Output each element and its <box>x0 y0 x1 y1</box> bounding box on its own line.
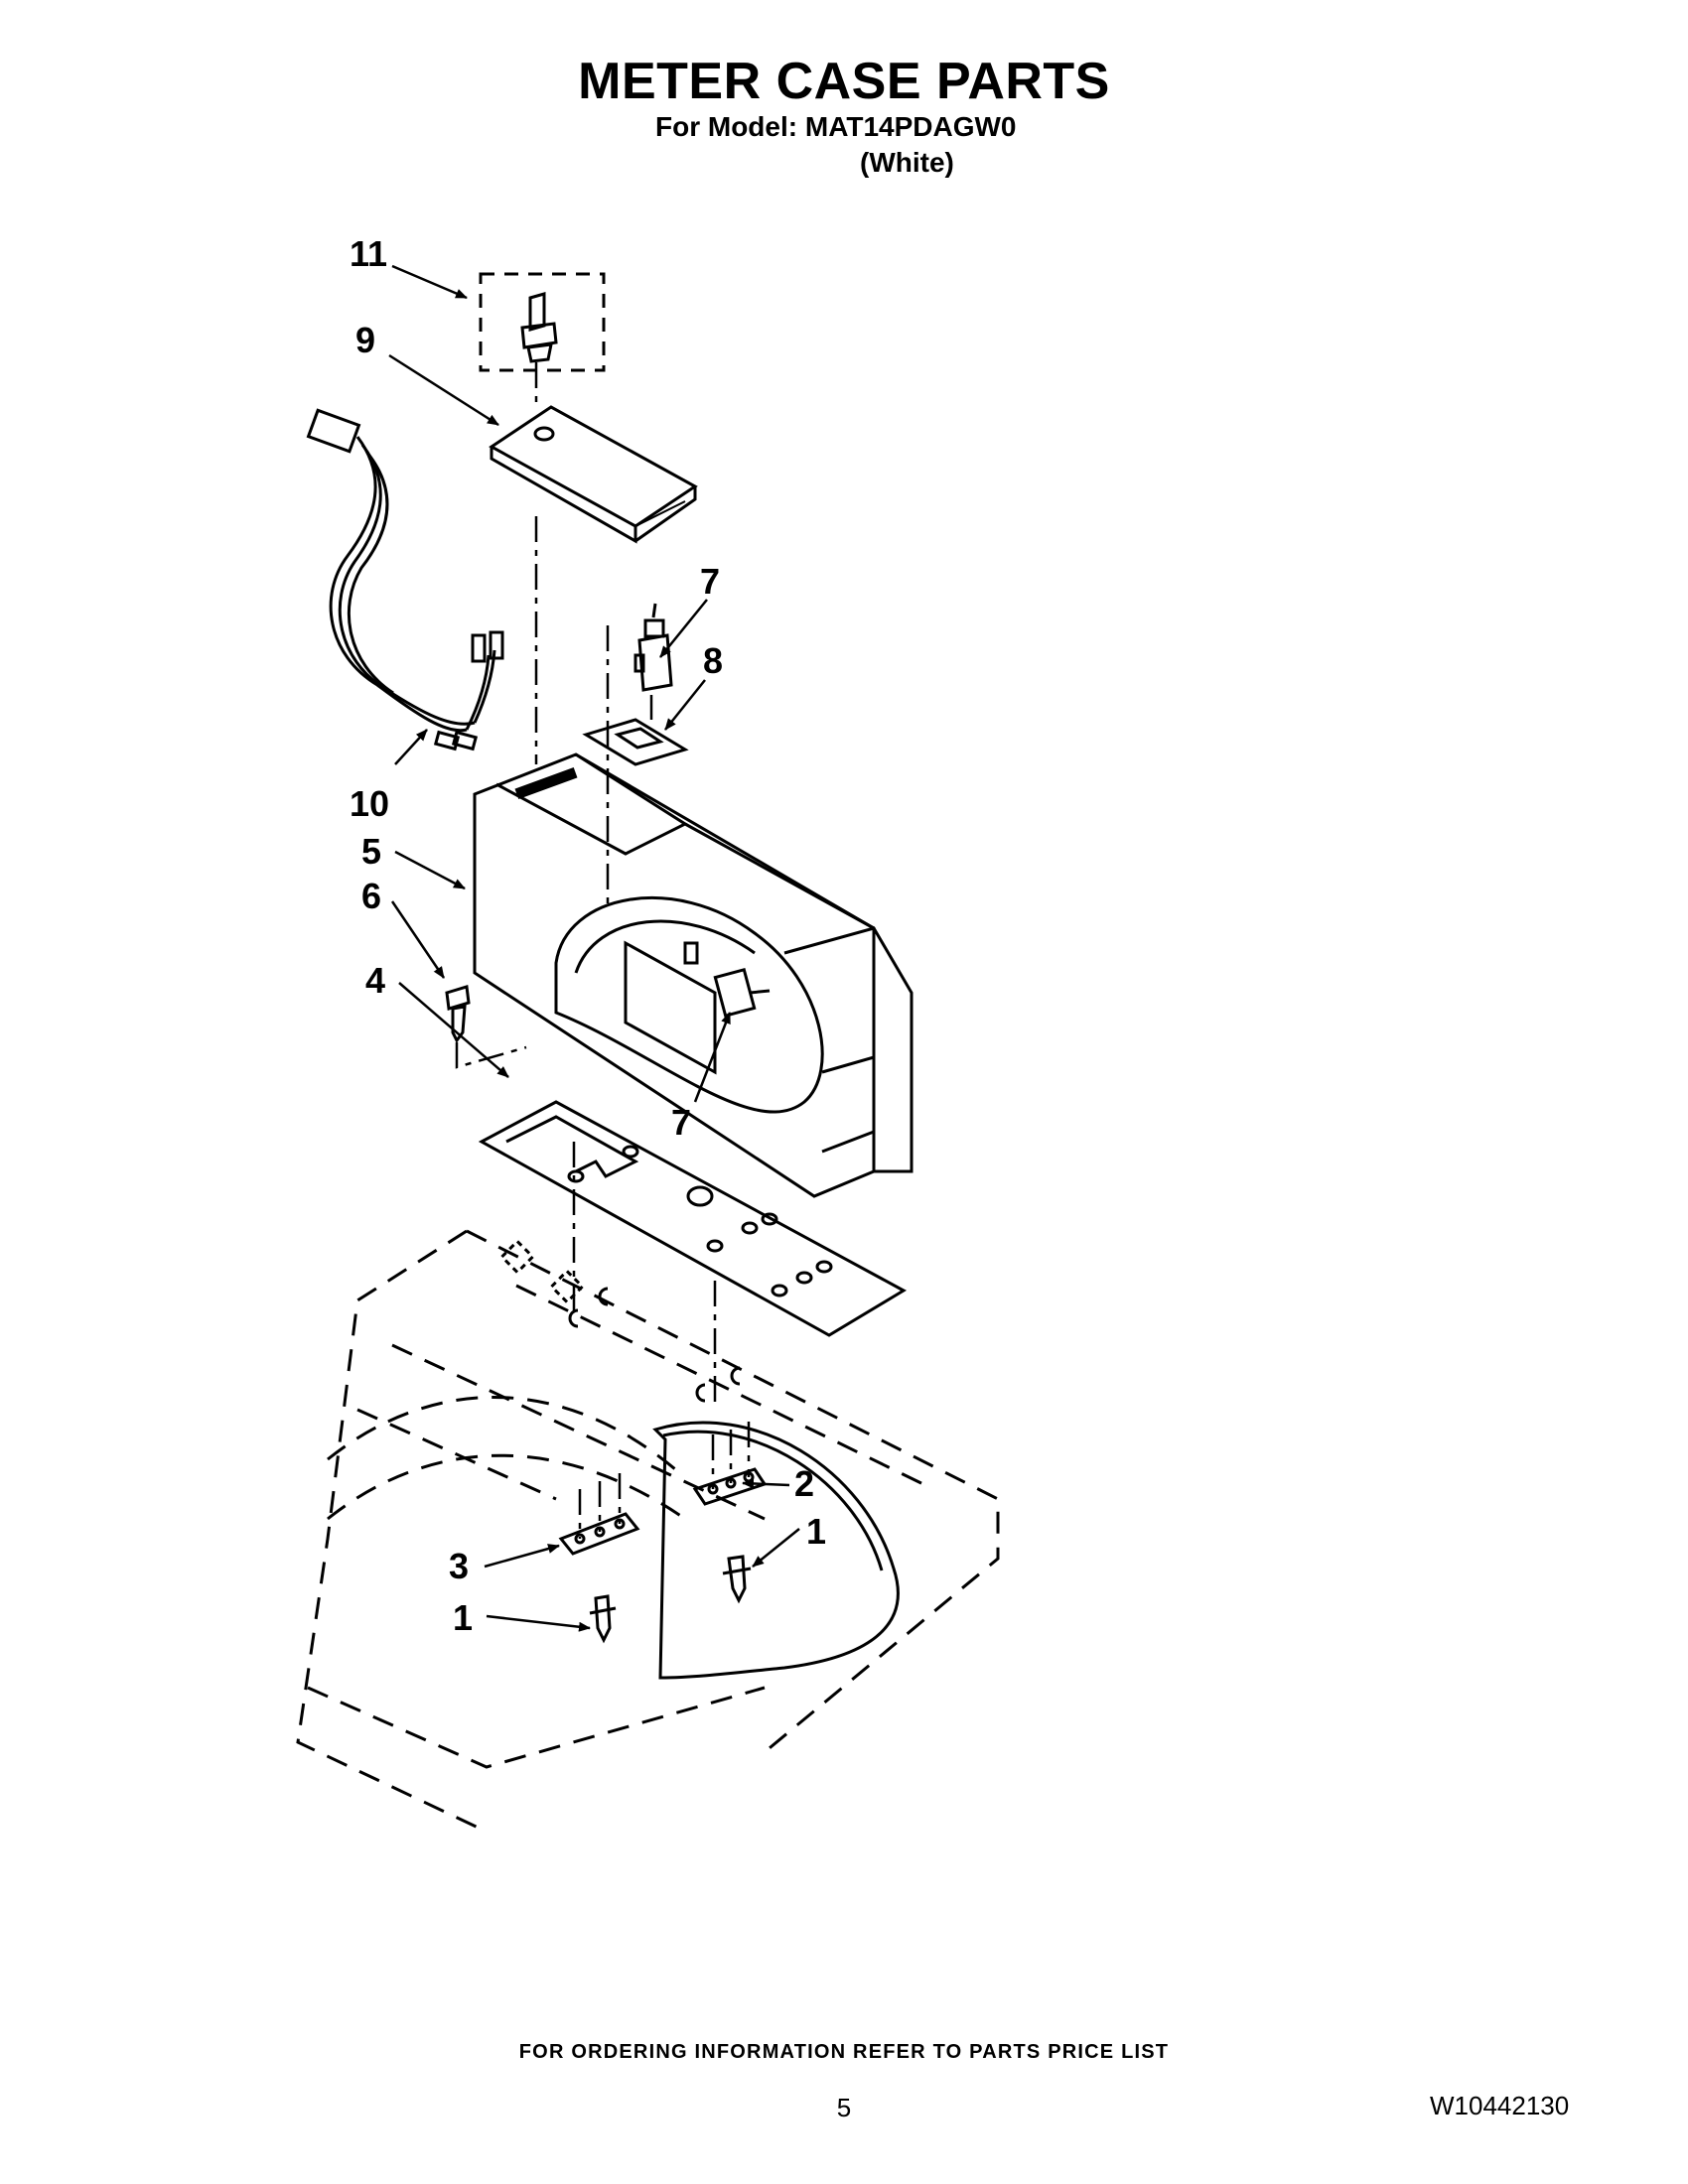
bracket-3 <box>558 1512 640 1556</box>
callout-label: 7 <box>671 1102 691 1143</box>
model-number: For Model: MAT14PDAGW0 <box>655 111 1017 142</box>
callout-label: 8 <box>703 640 723 681</box>
callout-arrows <box>388 264 800 1632</box>
callout-label: 11 <box>350 233 387 274</box>
callout-label: 1 <box>453 1597 473 1638</box>
washer-base-outline <box>296 1229 1000 1834</box>
callout-label: 2 <box>794 1463 814 1504</box>
screw-1-left <box>589 1594 617 1644</box>
callout-label: 7 <box>700 561 720 602</box>
model-color: (White) <box>860 147 954 178</box>
callout-label: 3 <box>449 1546 469 1586</box>
switch-gasket <box>582 718 689 766</box>
bracket-2 <box>692 1467 768 1506</box>
callout-label: 6 <box>361 876 381 916</box>
wire-harness <box>306 408 504 751</box>
screw-1-right <box>722 1555 752 1604</box>
insulation-sheet <box>478 1100 908 1337</box>
switch-top <box>633 603 673 692</box>
ordering-note: FOR ORDERING INFORMATION REFER TO PARTS … <box>518 2041 1170 2063</box>
callout-label: 5 <box>361 831 381 872</box>
assembly-center-lines <box>455 362 751 1539</box>
callout-label: 10 <box>350 783 389 824</box>
callout-label: 1 <box>806 1511 826 1552</box>
callout-label: 4 <box>365 960 385 1001</box>
case-internal-switch <box>683 941 771 1019</box>
key-lock-assembly <box>520 292 558 363</box>
console-shield <box>652 1421 900 1680</box>
page-number: 5 <box>836 2093 852 2122</box>
meter-case-box <box>473 752 914 1198</box>
key-lock-box <box>479 272 606 372</box>
page-title: METER CASE PARTS <box>578 53 1110 110</box>
callout-label: 9 <box>355 320 375 360</box>
document-number: W10442130 <box>1430 2091 1570 2120</box>
top-panel <box>489 405 698 544</box>
